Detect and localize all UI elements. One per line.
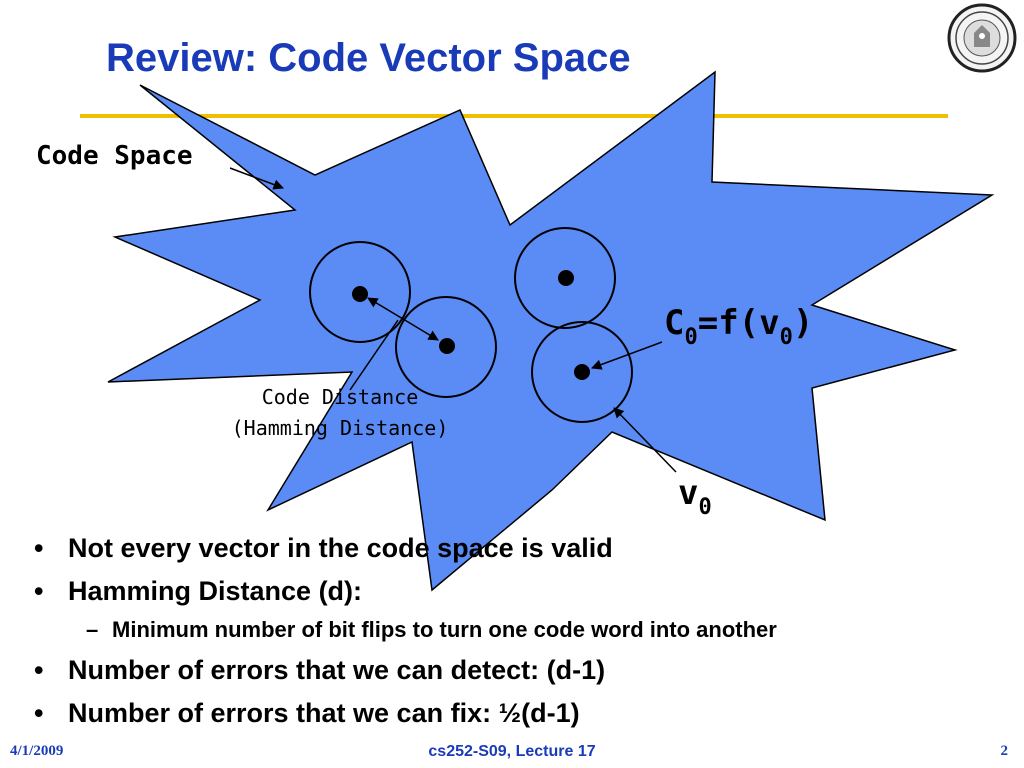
codeword-circle	[395, 296, 497, 398]
code-space-arrow	[229, 167, 284, 190]
v0-label: v0	[678, 473, 712, 520]
codeword-point	[558, 270, 574, 286]
bullet-item: •Hamming Distance (d):	[34, 576, 363, 606]
footer-course: cs252-S09, Lecture 17	[428, 743, 596, 760]
codeword-point	[439, 338, 455, 354]
code-distance-label: Code Distance	[262, 385, 419, 409]
university-seal-icon	[947, 3, 1017, 73]
codeword-circle	[309, 241, 411, 343]
codeword-point	[352, 286, 368, 302]
distance-arrow	[367, 297, 439, 341]
codeword-circle	[531, 321, 633, 423]
c0-arrow	[591, 341, 663, 370]
footer-page-number: 2	[1000, 743, 1009, 759]
code-distance-pointer	[349, 319, 399, 391]
bullet-item: •Number of errors that we can fix: ½(d-1…	[34, 698, 580, 728]
v0-arrow	[613, 407, 677, 473]
footer-date: 4/1/2009	[10, 743, 64, 759]
title-underline	[80, 114, 948, 118]
sub-bullet-item: –Minimum number of bit flips to turn one…	[86, 617, 777, 642]
hamming-distance-label: (Hamming Distance)	[232, 416, 449, 440]
codeword-circle	[514, 227, 616, 329]
codeword-point	[574, 364, 590, 380]
c0-label: C0=f(v0)	[664, 303, 813, 350]
slide-title: Review: Code Vector Space	[106, 36, 631, 80]
code-space-star-shape	[107, 70, 995, 592]
bullet-item: •Number of errors that we can detect: (d…	[34, 655, 606, 685]
bullet-list: •Not every vector in the code space is v…	[30, 530, 990, 738]
bullet-item: •Not every vector in the code space is v…	[34, 533, 613, 563]
code-space-label: Code Space	[36, 141, 193, 171]
